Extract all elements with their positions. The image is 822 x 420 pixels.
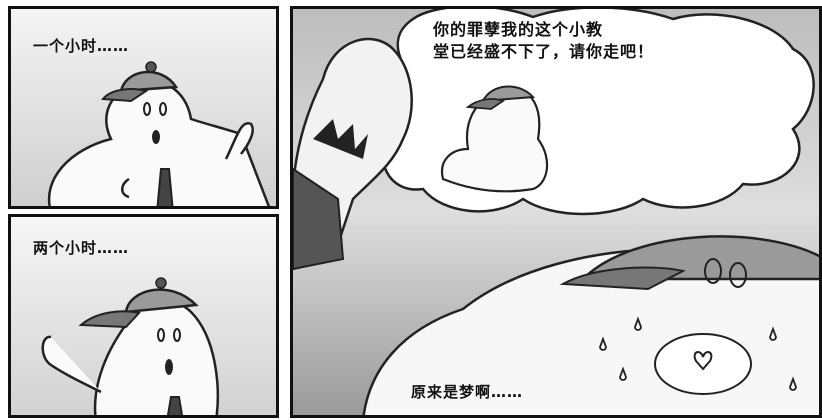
panel-three-artwork	[293, 9, 819, 415]
panel-three-caption: 原来是梦啊……	[411, 383, 524, 401]
panel-one-caption: 一个小时……	[33, 37, 130, 55]
panel-two: 两个小时……	[8, 214, 279, 418]
panel-one: 一个小时……	[8, 6, 279, 209]
panel-two-artwork	[41, 277, 219, 415]
speech-line-two: 堂已经盛不下了，请你走吧！	[433, 42, 655, 61]
priest-speech-bubble: 你的罪孽我的这个小教 堂已经盛不下了，请你走吧！	[433, 19, 654, 63]
panel-two-caption: 两个小时……	[33, 239, 130, 257]
panel-three: 你的罪孽我的这个小教 堂已经盛不下了，请你走吧！ 原来是梦啊……	[290, 6, 822, 418]
panel-one-artwork	[47, 61, 271, 206]
speech-line-one: 你的罪孽我的这个小教	[433, 20, 604, 39]
